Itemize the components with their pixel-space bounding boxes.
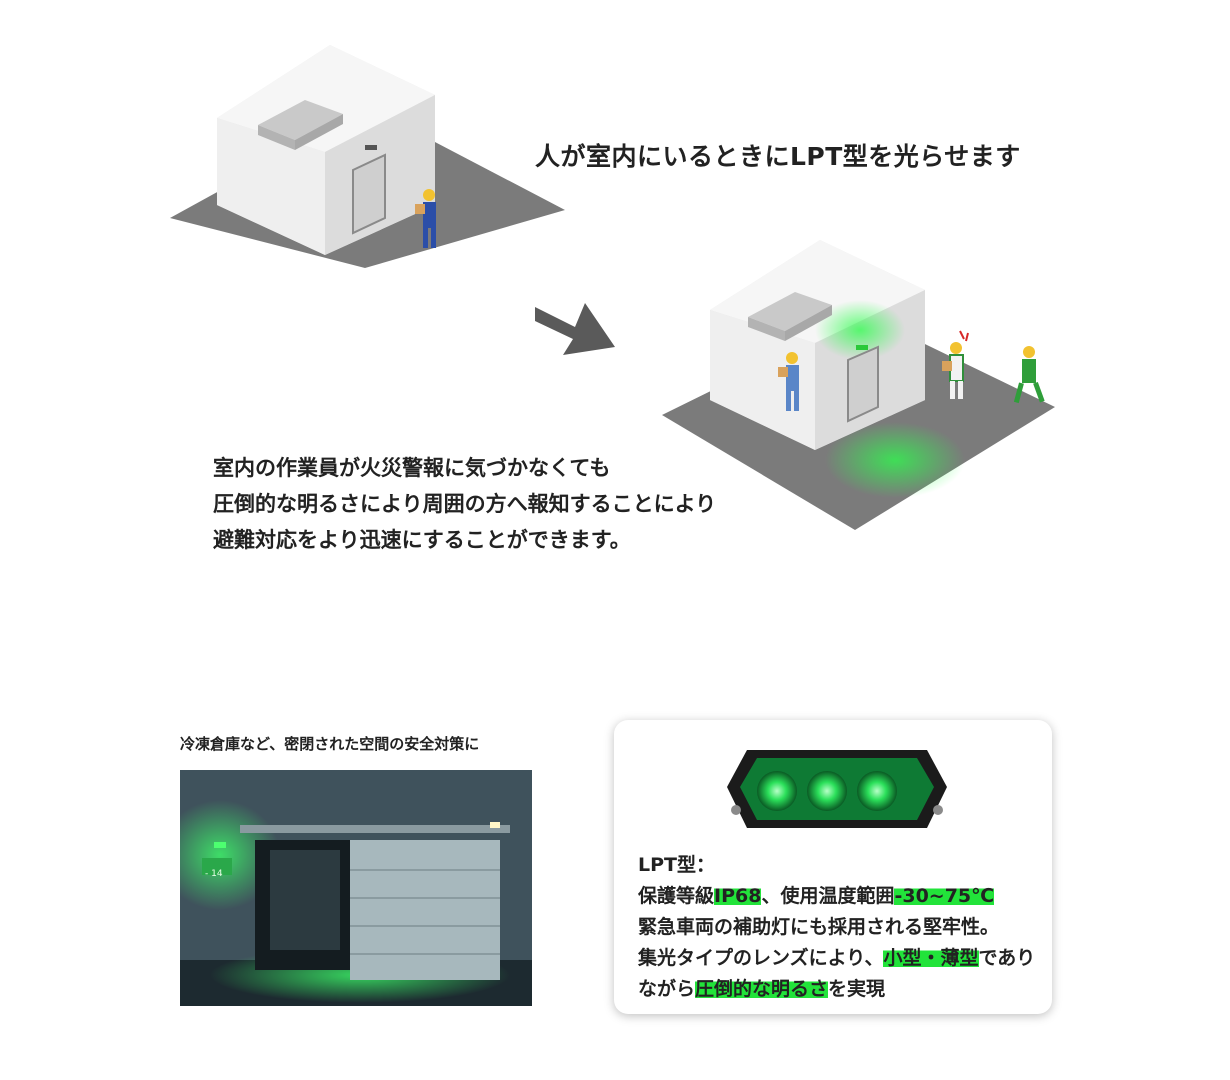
description-paragraph: 室内の作業員が火災警報に気づかなくても 圧倒的な明るさにより周囲の方へ報知するこ… [213, 450, 716, 558]
spec-text: LPT型： 保護等級IP68、使用温度範囲-30~75℃ 緊急車両の補助灯にも採… [638, 850, 1035, 1005]
room-illustration-after [662, 240, 1055, 530]
door-sign: - 14 [205, 869, 223, 879]
room-illustration-before [170, 45, 565, 268]
description-line: 避難対応をより迅速にすることができます。 [213, 528, 631, 552]
photo-caption: 冷凍倉庫など、密閉された空間の安全対策に [180, 735, 480, 753]
top-heading: 人が室内にいるときにLPT型を光らせます [535, 142, 1021, 171]
cold-storage-photo: - 14 [180, 770, 532, 1006]
description-line: 室内の作業員が火災警報に気づかなくても [213, 456, 611, 480]
worker-figure [415, 189, 436, 248]
lpt-light-image [727, 750, 947, 828]
arrow-right-icon [535, 303, 615, 355]
spec-line-2: 緊急車両の補助灯にも採用される堅牢性。 [638, 916, 1000, 938]
spec-line-3: 集光タイプのレンズにより、小型・薄型であり [638, 947, 1036, 969]
product-spec-card: LPT型： 保護等級IP68、使用温度範囲-30~75℃ 緊急車両の補助灯にも採… [614, 720, 1052, 1014]
spec-title: LPT型： [638, 854, 715, 876]
spec-line-4: ながら圧倒的な明るさを実現 [638, 978, 886, 1000]
description-line: 圧倒的な明るさにより周囲の方へ報知することにより [213, 492, 717, 516]
spec-line-1: 保護等級IP68、使用温度範囲-30~75℃ [638, 885, 995, 907]
